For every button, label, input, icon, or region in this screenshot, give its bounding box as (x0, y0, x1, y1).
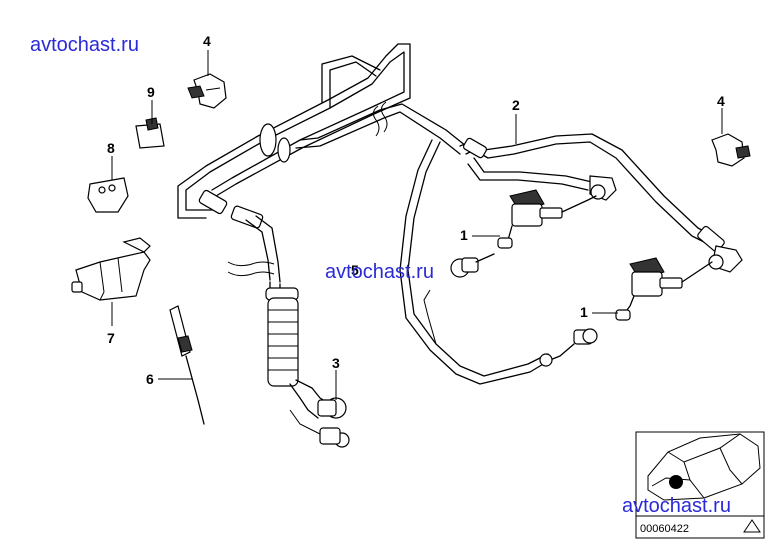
callout-4-right: 4 (717, 93, 725, 109)
watermark-center: avtochast.ru (325, 261, 434, 283)
long-hose-2 (459, 133, 743, 273)
clip-4-left (187, 73, 227, 109)
inset-reference-number: 00060422 (640, 523, 689, 535)
callout-5: 6 (146, 371, 154, 387)
callout-1-lower: 1 (580, 304, 588, 320)
washer-jet-lower (615, 257, 713, 321)
callout-6: 7 (107, 330, 115, 346)
callout-9: 5 (351, 262, 359, 278)
callout-7: 8 (107, 140, 115, 156)
sensor-wire-loop (399, 139, 551, 385)
sensor-rod-5 (169, 305, 205, 425)
connector-right (539, 328, 598, 367)
leader-lines (111, 50, 723, 400)
callout-4-left: 4 (203, 33, 211, 49)
callout-2: 2 (512, 97, 520, 113)
washer-jet-upper (497, 189, 597, 249)
watermarks: avtochast.ru avtochast.ru (30, 34, 434, 283)
callout-1-upper: 1 (460, 227, 468, 243)
holder-6 (71, 237, 151, 301)
callout-labels: 4 9 8 7 6 3 2 4 1 1 5 (107, 33, 725, 387)
connector-left (450, 253, 495, 278)
bracket-7 (87, 177, 129, 213)
inset-vehicle-locator: 00060422 avtochast.ru (622, 431, 765, 539)
watermark-top-left: avtochast.ru (30, 34, 139, 56)
clip-4-right (711, 133, 751, 167)
callout-3: 3 (332, 355, 340, 371)
watermark-inset: avtochast.ru (622, 495, 731, 517)
callout-8: 9 (147, 84, 155, 100)
main-hose-loop (177, 43, 467, 219)
warning-triangle-icon (743, 519, 761, 533)
heater-assembly (198, 189, 350, 448)
clip-8 (135, 117, 165, 149)
